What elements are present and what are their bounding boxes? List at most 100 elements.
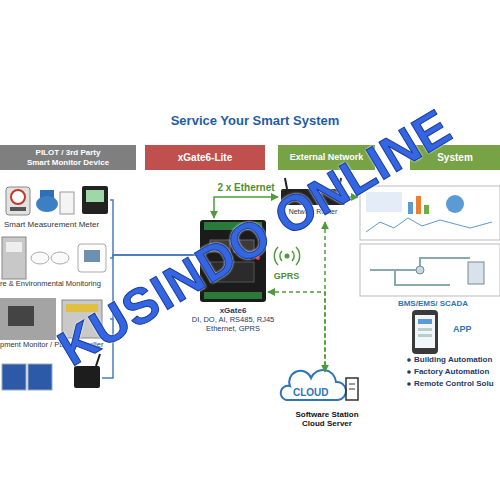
node-text: BMS/EMS/ SCADA bbox=[378, 299, 488, 308]
ethernet-port bbox=[234, 240, 254, 252]
connector bbox=[348, 196, 358, 198]
pie-chart bbox=[446, 195, 464, 213]
device-group: pment Monitor / PLC Controller bbox=[0, 294, 110, 352]
connector bbox=[110, 255, 198, 319]
cloud-icon bbox=[281, 370, 346, 400]
header-band: PILOT / 3rd Party Smart Monitor Device bbox=[0, 145, 136, 170]
header-band: xGate6-Lite bbox=[145, 145, 265, 170]
tank-symbol bbox=[468, 262, 484, 284]
diagram-title: Service Your Smart System bbox=[5, 113, 500, 128]
node-text: Software Station Cloud Server bbox=[287, 410, 367, 428]
signal-wave bbox=[274, 247, 278, 265]
control-cabinet bbox=[2, 237, 26, 279]
watermark: KUSINDO ONLINE bbox=[48, 98, 461, 378]
chart-line bbox=[366, 218, 492, 232]
bullet-dot bbox=[407, 370, 411, 374]
gas-meter-icon bbox=[6, 187, 30, 215]
meter-display bbox=[10, 207, 26, 211]
node-text: re & Environmental Monitoring bbox=[0, 280, 110, 289]
app-row bbox=[418, 328, 432, 331]
plc-terminal bbox=[66, 304, 98, 312]
edge-label: 2 x Ethernet bbox=[217, 182, 274, 193]
connector bbox=[110, 200, 198, 255]
node-text: Network Router bbox=[278, 208, 348, 216]
edge-label: GPRS bbox=[274, 271, 300, 281]
network-router: Network Router bbox=[278, 186, 348, 222]
smoke-detector bbox=[51, 252, 69, 264]
app-row bbox=[418, 334, 432, 337]
modem-antenna bbox=[96, 354, 100, 366]
connector bbox=[110, 255, 198, 258]
bracket-wire bbox=[102, 319, 113, 378]
bullet-text: Building Automation bbox=[414, 355, 492, 364]
scada-screen bbox=[360, 244, 500, 296]
cnc-machine bbox=[0, 298, 56, 340]
gauge-dial bbox=[11, 190, 25, 204]
router-body bbox=[281, 189, 345, 205]
thermostat-screen bbox=[84, 250, 100, 262]
header-text: PILOT / 3rd Party Smart Monitor Device bbox=[25, 145, 111, 170]
cabinet-window bbox=[6, 242, 22, 252]
cloud-server: CLOUD Software Station Cloud Server bbox=[285, 372, 370, 430]
dashboard-screen bbox=[360, 186, 500, 240]
device-group: re & Environmental Monitoring bbox=[0, 236, 110, 291]
status-led bbox=[256, 256, 260, 260]
chart-bar bbox=[424, 205, 429, 214]
machine-window bbox=[8, 306, 34, 326]
chart-bar bbox=[408, 202, 413, 214]
node-text: pment Monitor / PLC Controller bbox=[0, 341, 110, 350]
solar-panel bbox=[28, 364, 52, 390]
panel-meter-icon bbox=[82, 186, 108, 214]
valve-symbol bbox=[416, 266, 424, 274]
connector bbox=[324, 222, 326, 372]
connector bbox=[268, 292, 325, 372]
bullet-dot bbox=[407, 382, 411, 386]
signal-wave bbox=[292, 251, 294, 261]
server-icon bbox=[346, 378, 358, 400]
node-text: CLOUD bbox=[293, 387, 333, 399]
server-slot bbox=[349, 384, 355, 385]
terminal-block bbox=[204, 292, 262, 299]
server-slot bbox=[349, 389, 355, 390]
water-meter-body bbox=[36, 196, 58, 212]
ethernet-port bbox=[210, 240, 230, 252]
header-text: System bbox=[410, 145, 500, 170]
node-text: DI, DO, AI, RS485, RJ45 Ethernet, GPRS bbox=[185, 316, 281, 333]
connector bbox=[214, 197, 278, 218]
bullet-text: Remote Control Solu bbox=[414, 379, 494, 388]
router-led bbox=[296, 196, 299, 199]
terminal-block bbox=[204, 222, 262, 230]
mobile-app: APP bbox=[405, 308, 500, 356]
app-bar bbox=[418, 319, 432, 324]
signal-source bbox=[285, 254, 290, 259]
router-antenna bbox=[339, 178, 341, 189]
header-text: External Network bbox=[278, 145, 375, 170]
node-text: xGate6 bbox=[198, 306, 268, 315]
header-text: xGate6-Lite bbox=[145, 145, 265, 170]
dashboard-panel bbox=[366, 192, 402, 212]
signal-wave bbox=[280, 251, 282, 261]
smoke-detector bbox=[31, 252, 49, 264]
chart-bar bbox=[416, 196, 421, 214]
dashboard-screen: BMS/EMS/ SCADA bbox=[358, 183, 500, 311]
node-text: APP bbox=[453, 324, 493, 334]
header-band: System bbox=[410, 145, 500, 170]
modem bbox=[74, 366, 100, 388]
gateway-device: xGate6DI, DO, AI, RS485, RJ45 Ethernet, … bbox=[198, 218, 268, 340]
panel-meter-screen bbox=[86, 190, 104, 202]
phone-screen bbox=[415, 315, 435, 348]
router-antenna bbox=[285, 178, 287, 189]
pipe-diagram bbox=[370, 258, 470, 285]
thermostat bbox=[78, 244, 106, 272]
plc-controller bbox=[62, 300, 102, 338]
device-group: Smart Measurement Meter bbox=[4, 183, 110, 233]
signal-wave bbox=[296, 247, 300, 265]
bullet-dot bbox=[407, 358, 411, 362]
bullet-text: Factory Automation bbox=[414, 367, 489, 376]
power-meter-icon bbox=[60, 192, 74, 214]
